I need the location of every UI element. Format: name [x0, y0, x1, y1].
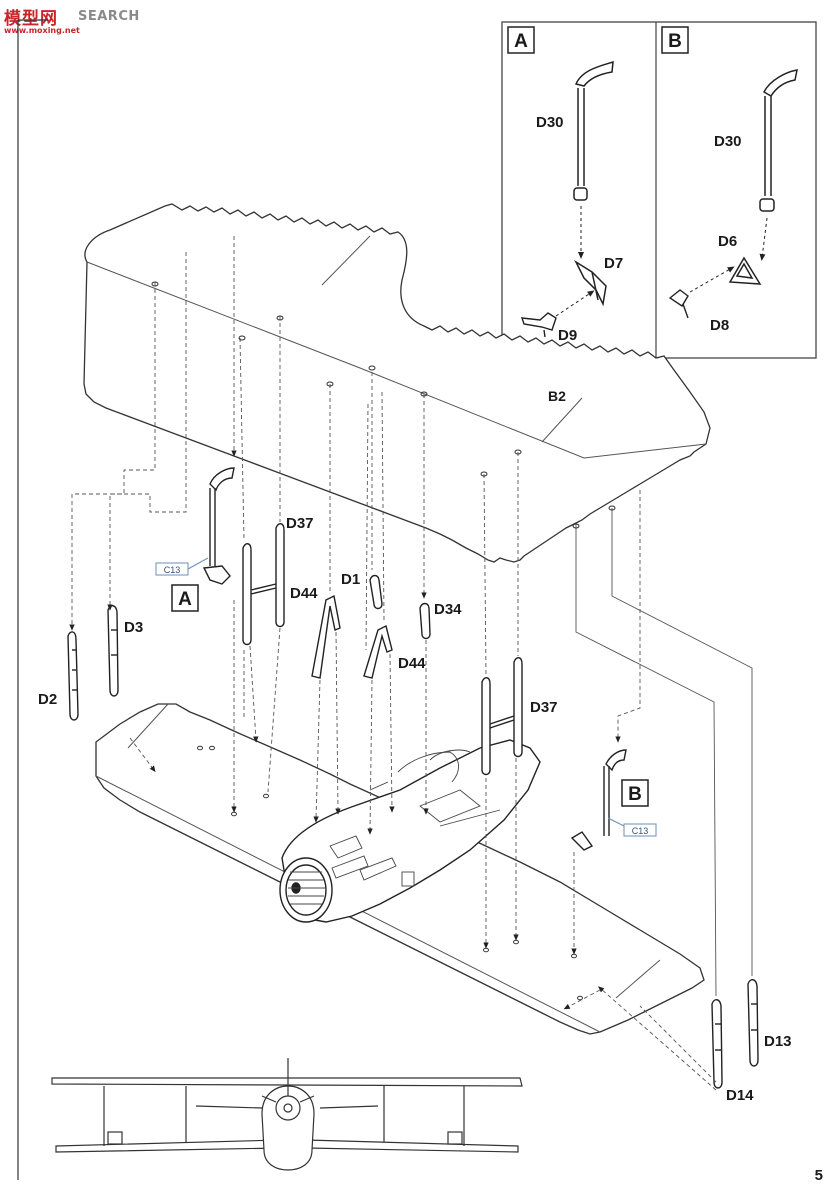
watermark-search: SEARCH: [78, 9, 140, 24]
d8-part: [668, 266, 735, 319]
inset-b-badge: B: [668, 31, 682, 52]
inset-b: B D30 D6 D8: [661, 26, 798, 334]
label-d2: D2: [38, 691, 57, 708]
watermark-logo: 模型网: [4, 9, 58, 29]
label-d37-right: D37: [530, 699, 558, 716]
label-d13: D13: [764, 1033, 792, 1050]
callout-b: B: [621, 779, 649, 807]
strut-d2: [67, 631, 79, 721]
d7-bracket-part: [574, 259, 607, 307]
inset-a-label-d7: D7: [604, 255, 623, 272]
inset-a-label-d30: D30: [536, 114, 564, 131]
ref-tag-b-text: C13: [632, 826, 649, 836]
fuselage-details: [288, 749, 501, 905]
inset-a-badge: A: [514, 31, 528, 52]
d6-triangle-part: [728, 256, 762, 285]
d9-part: [520, 290, 595, 338]
label-d37-left: D37: [286, 515, 314, 532]
callout-a-text: A: [178, 589, 192, 610]
strut-d14: [711, 999, 723, 1089]
inset-b-label-d6: D6: [718, 233, 737, 250]
label-b2: B2: [548, 388, 566, 404]
inset-a-label-d9: D9: [558, 327, 577, 344]
label-d14: D14: [726, 1087, 754, 1104]
watermark: 模型网 SEARCH www.moxing.net: [4, 4, 164, 38]
strut-d34: [419, 602, 431, 640]
watermark-url: www.moxing.net: [4, 26, 80, 35]
inset-b-label-d8: D8: [710, 317, 729, 334]
lever-assembly-a: [202, 467, 235, 585]
callout-b-text: B: [628, 784, 642, 805]
fuselage: [279, 739, 541, 923]
label-d3: D3: [124, 619, 143, 636]
strut-d3: [107, 605, 119, 697]
strut-d37-right: [481, 657, 523, 776]
lever-assembly-b: [570, 749, 627, 851]
page-number: 5: [814, 1167, 823, 1184]
inset-a: A D30 D7 D9: [507, 26, 623, 344]
ref-tag-b: C13: [607, 817, 657, 837]
label-d1: D1: [341, 571, 360, 588]
strut-d44-right: [363, 624, 393, 679]
inset-b-label-d30: D30: [714, 133, 742, 150]
d30-lever-part: [573, 60, 614, 259]
attachment-holes: [151, 281, 616, 1001]
ref-tag-a: C13: [155, 557, 209, 576]
label-d34: D34: [434, 601, 462, 618]
upper-wing-panel-lines: [86, 235, 707, 459]
inset-box: [501, 21, 817, 359]
ref-tag-a-text: C13: [164, 565, 181, 575]
strut-d44-left: [311, 594, 341, 679]
strut-d37-left: [242, 523, 285, 646]
assembly-guide-lines: [69, 236, 753, 1091]
callout-a: A: [171, 584, 199, 612]
part-labels: B2 D37 D44 D1 D34 D44 D3 D2 D37 D13 D14: [38, 388, 792, 1104]
strut-d13: [747, 979, 759, 1067]
front-view-aircraft: [51, 1058, 523, 1171]
label-d44-left: D44: [290, 585, 318, 602]
label-d44-right: D44: [398, 655, 426, 672]
d30-lever-part-b: [759, 69, 798, 261]
strut-d1: [369, 574, 383, 610]
page-frame: [17, 19, 48, 1180]
